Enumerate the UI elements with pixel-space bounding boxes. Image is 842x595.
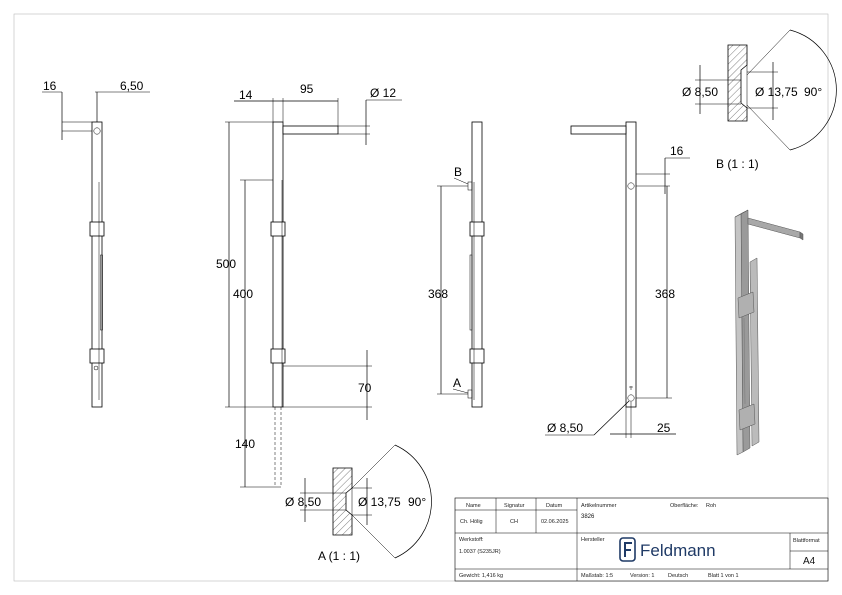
view-side-left: 16 6,50 (42, 79, 150, 408)
detailA-angle: 90° (408, 495, 426, 509)
detailA-dia1375: Ø 13,75 (358, 495, 401, 509)
label-A-view3: A (453, 376, 461, 390)
dim-16-view1: 16 (43, 79, 57, 93)
view-front-handle: 14 95 Ø 12 500 400 70 140 (216, 82, 402, 488)
tb-scale: Maßstab: 1:5 (581, 573, 613, 579)
tb-signature: CH (510, 519, 518, 525)
tb-name: Ch. Hölig (460, 519, 483, 525)
dim-500-view2: 500 (216, 257, 236, 271)
view-back: 368 B A (428, 121, 485, 408)
dim-dia12-view2: Ø 12 (370, 86, 396, 100)
detailB-title: B (1 : 1) (716, 157, 759, 171)
dim-140-view2: 140 (235, 437, 255, 451)
dim-dia850-view4: Ø 8,50 (547, 421, 583, 435)
tb-brand: Feldmann (640, 541, 716, 560)
detailB-dia1375: Ø 13,75 (755, 85, 798, 99)
detail-B: Ø 8,50 Ø 13,75 90° B (1 : 1) (682, 29, 837, 171)
tb-version: Version: 1 (630, 573, 654, 579)
detailA-dia850: Ø 8,50 (285, 495, 321, 509)
sheet-border (13, 13, 829, 582)
dim-368-view4: 368 (655, 287, 675, 301)
tb-date: 02.06.2025 (541, 519, 569, 525)
tb-article-label: Artikelnummer (581, 503, 617, 509)
tb-manufacturer-label: Hersteller (581, 537, 605, 543)
label-B-view3: B (454, 165, 462, 179)
tb-surface-value: Roh (706, 503, 716, 509)
detailB-dia850: Ø 8,50 (682, 85, 718, 99)
tb-material-value: 1.0037 (S235JR) (459, 549, 501, 555)
dim-14-view2: 14 (239, 88, 253, 102)
detailA-title: A (1 : 1) (318, 549, 360, 563)
title-block: Name Signatur Datum Ch. Hölig CH 02.06.2… (454, 497, 829, 582)
tb-format-value: A4 (803, 556, 816, 567)
dim-650-view1: 6,50 (120, 79, 144, 93)
tb-sheet: Blatt 1 von 1 (708, 573, 739, 579)
tb-language: Deutsch (668, 573, 688, 579)
feldmann-logo-icon (619, 537, 636, 562)
dim-25-view4: 25 (657, 421, 671, 435)
tb-weight: Gewicht: 1,416 kg (459, 573, 503, 579)
dim-16-view4: 16 (670, 144, 684, 158)
detail-A: Ø 8,50 Ø 13,75 90° A (1 : 1) (285, 444, 432, 563)
tb-header-name: Name (466, 503, 481, 509)
tb-surface-label: Oberfläche: (670, 503, 699, 509)
isometric-view (734, 209, 804, 456)
tb-header-signature: Signatur (504, 503, 525, 509)
tb-header-date: Datum (546, 503, 563, 509)
dim-70-view2: 70 (358, 381, 372, 395)
tb-article-value: 3826 (581, 514, 595, 520)
dim-95-view2: 95 (300, 82, 314, 96)
tb-material-label: Werkstoff: (459, 537, 484, 543)
dim-400-view2: 400 (233, 287, 253, 301)
tb-format-label: Blattformat (793, 538, 820, 544)
dim-368-view3: 368 (428, 287, 448, 301)
view-rear-handle: 16 368 Ø 8,50 25 (545, 121, 690, 438)
detailB-angle: 90° (804, 85, 822, 99)
